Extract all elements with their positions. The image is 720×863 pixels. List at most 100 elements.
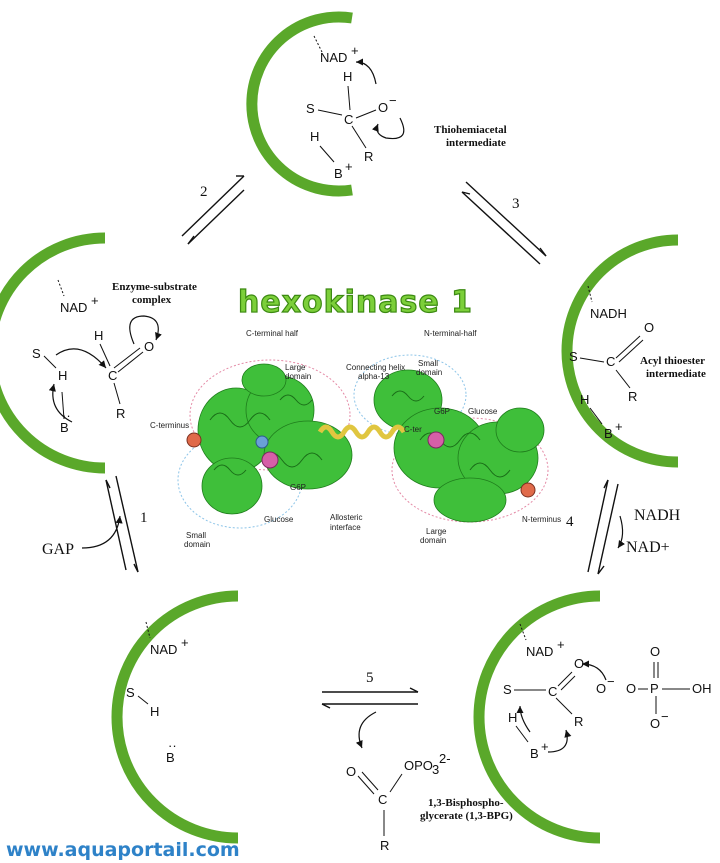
svg-text:+: +	[557, 637, 565, 652]
g6p-left-ligand	[261, 451, 279, 469]
svg-text:O: O	[644, 320, 654, 335]
n-terminus-label: N-terminus	[522, 515, 561, 524]
n-terminal-half-label: N-terminal-half	[424, 329, 477, 338]
svg-text:+: +	[91, 293, 99, 308]
es-label-1: Enzyme-substrate	[112, 281, 197, 293]
bpg-label-1: 1,3-Bisphospho-	[428, 797, 504, 809]
svg-text:H: H	[508, 710, 517, 725]
thiohemiacetal-structure: NAD+ H S C O− R H B+ Thiohemiacetal inte…	[306, 35, 507, 181]
equilibrium-arrow-4: 4 NADH NAD+	[566, 479, 681, 575]
nad-reagent: NAD+	[626, 539, 670, 556]
free-enzyme-structure: NAD+ S H B ··	[126, 621, 189, 765]
svg-text:··: ··	[168, 738, 177, 753]
bpg-label-2: glycerate (1,3-BPG)	[420, 810, 513, 822]
enzyme-arc-right	[561, 234, 679, 468]
svg-text:S: S	[503, 682, 512, 697]
svg-text:R: R	[574, 714, 583, 729]
small-domain-right-outline	[353, 354, 467, 436]
g6p-right-label: G6P	[434, 407, 450, 416]
svg-text:P: P	[650, 681, 659, 696]
svg-text:+: +	[345, 159, 353, 174]
svg-text:C: C	[344, 112, 353, 127]
equilibrium-arrow-1: 1 GAP	[42, 475, 148, 573]
ribbon-texture	[209, 390, 511, 478]
svg-text:O: O	[650, 716, 660, 731]
acyl-thioester-structure: NADH O S C R Acyl thioester intermediate…	[569, 285, 706, 441]
svg-text:S: S	[569, 349, 578, 364]
site-watermark: www.aquaportail.com	[6, 839, 240, 861]
enzyme-substrate-structure: NAD+ Enzyme-substrate complex H O C R S …	[32, 279, 197, 435]
g6p-right-ligand	[427, 431, 445, 449]
connecting-helix-label-1: Connecting helix	[346, 363, 405, 372]
small-domain-right-label-2: domain	[416, 368, 442, 377]
gap-reagent: GAP	[42, 541, 74, 558]
acyl-label-2: intermediate	[646, 368, 706, 380]
svg-text:−: −	[607, 674, 615, 689]
allosteric-label-2: interface	[330, 523, 361, 532]
svg-text:H: H	[94, 328, 103, 343]
svg-text:NAD: NAD	[150, 642, 177, 657]
c-terminus-marker	[186, 432, 202, 448]
allosteric-label-1: Allosteric	[330, 513, 362, 522]
svg-text:OPO: OPO	[404, 758, 433, 773]
svg-text:··: ··	[62, 408, 71, 423]
svg-text:O: O	[144, 339, 154, 354]
large-domain-right-label-2: domain	[420, 536, 446, 545]
svg-text:B: B	[334, 166, 343, 181]
svg-text:C: C	[606, 354, 615, 369]
svg-text:+: +	[541, 739, 549, 754]
svg-text:−: −	[389, 93, 397, 108]
small-domain-left-label-2: domain	[184, 540, 210, 549]
svg-text:R: R	[380, 838, 389, 853]
svg-text:R: R	[116, 406, 125, 421]
connecting-helix-label-2: alpha-13	[358, 372, 390, 381]
large-domain-left-label-1: Large	[285, 363, 306, 372]
phosphate-attack-structure: NAD+ O S C R H B+ O− O P OH O O−	[503, 623, 712, 761]
svg-text:H: H	[343, 69, 352, 84]
n-terminus-marker	[520, 482, 536, 498]
svg-text:C: C	[378, 792, 387, 807]
svg-text:C: C	[548, 684, 557, 699]
connecting-helix	[317, 424, 407, 440]
svg-text:NADH: NADH	[590, 306, 627, 321]
step-3-label: 3	[512, 196, 520, 212]
hexokinase-structure: hexokinase 1 C-terminal half N-terminal-…	[150, 284, 561, 549]
svg-text:H: H	[58, 368, 67, 383]
svg-text:OH: OH	[692, 681, 712, 696]
large-domain-right-label-1: Large	[426, 527, 447, 536]
equilibrium-arrow-5: 5	[321, 670, 419, 749]
small-domain-left-label-1: Small	[186, 531, 206, 540]
svg-text:R: R	[628, 389, 637, 404]
svg-text:C: C	[108, 368, 117, 383]
nadh-reagent: NADH	[634, 507, 681, 524]
svg-text:B: B	[530, 746, 539, 761]
thiohemiacetal-label-1: Thiohemiacetal	[434, 124, 507, 136]
svg-text:B: B	[60, 420, 69, 435]
svg-text:H: H	[150, 704, 159, 719]
glucose-left-ligand	[255, 435, 269, 449]
svg-text:H: H	[580, 392, 589, 407]
svg-text:+: +	[181, 635, 189, 650]
small-domain-right-label-1: Small	[418, 359, 438, 368]
svg-text:−: −	[661, 709, 669, 724]
step-5-label: 5	[366, 670, 374, 686]
enzyme-arc-top	[246, 11, 353, 197]
svg-text:B: B	[604, 426, 613, 441]
c-ter-label: C-ter	[404, 425, 422, 434]
svg-text:O: O	[574, 656, 584, 671]
c-terminal-half-label: C-terminal half	[246, 329, 299, 338]
glucose-left-label: Glucose	[264, 515, 294, 524]
svg-text:O: O	[596, 681, 606, 696]
svg-text:H: H	[310, 129, 319, 144]
enzyme-arc-bottom-left	[111, 590, 239, 844]
svg-text:O: O	[346, 764, 356, 779]
svg-text:NAD: NAD	[60, 300, 87, 315]
step-4-label: 4	[566, 514, 574, 530]
c-terminus-label: C-terminus	[150, 421, 189, 430]
large-domain-left-outline	[189, 359, 351, 471]
enzyme-arc-bottom-right	[473, 590, 601, 844]
svg-text:+: +	[615, 419, 623, 434]
